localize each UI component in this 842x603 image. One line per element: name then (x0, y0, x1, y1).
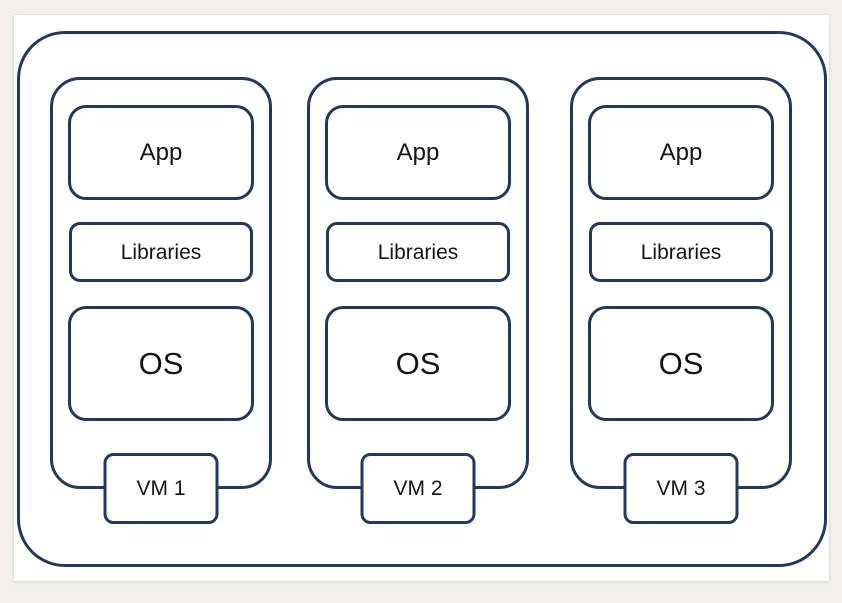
vm1-label-box: VM 1 (103, 453, 219, 524)
diagram-canvas: App Libraries OS VM 1 App Libraries OS (13, 14, 830, 582)
app-label: App (139, 138, 183, 166)
app-box: App (68, 105, 254, 200)
libraries-label: Libraries (377, 240, 459, 264)
libraries-label: Libraries (640, 240, 722, 264)
vm-container-3: App Libraries OS VM 3 (570, 77, 792, 524)
os-box: OS (325, 306, 511, 421)
os-label: OS (395, 346, 441, 381)
vm3-label: VM 3 (656, 476, 706, 500)
os-label: OS (658, 346, 704, 381)
vm3-label-box: VM 3 (623, 453, 739, 524)
os-box: OS (68, 306, 254, 421)
app-label: App (396, 138, 440, 166)
vm1-label: VM 1 (136, 476, 186, 500)
vm2-label: VM 2 (393, 476, 443, 500)
vm-container-1: App Libraries OS VM 1 (50, 77, 272, 524)
os-label: OS (138, 346, 184, 381)
app-box: App (325, 105, 511, 200)
libraries-label: Libraries (120, 240, 202, 264)
vm-container-2: App Libraries OS VM 2 (307, 77, 529, 524)
libraries-box: Libraries (326, 222, 510, 282)
vm2-label-box: VM 2 (360, 453, 476, 524)
libraries-box: Libraries (589, 222, 773, 282)
host-boundary: App Libraries OS VM 1 App Libraries OS (17, 31, 827, 567)
libraries-box: Libraries (69, 222, 253, 282)
app-label: App (659, 138, 703, 166)
app-box: App (588, 105, 774, 200)
os-box: OS (588, 306, 774, 421)
